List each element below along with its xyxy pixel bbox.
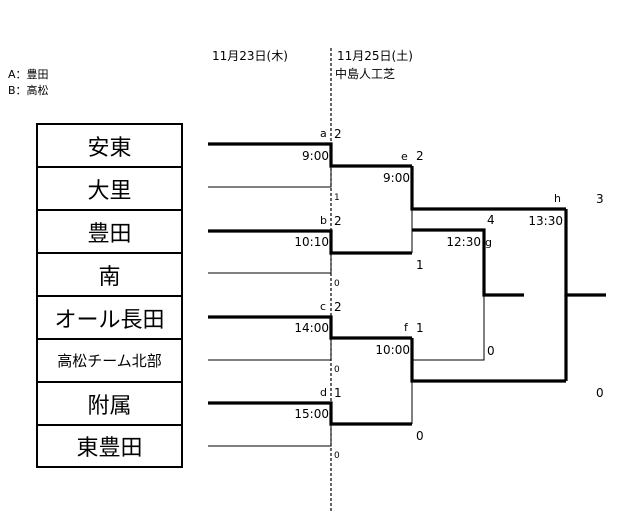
team-name-8: 東豊田 xyxy=(76,436,143,461)
match-c-loser-path xyxy=(208,338,332,361)
match-a-loser-path xyxy=(208,166,332,188)
match-g-loser-path xyxy=(412,295,485,361)
team-name-5: オール長田 xyxy=(54,307,165,333)
match-d-loser-path xyxy=(208,424,332,447)
venue-key-a: A： xyxy=(8,68,27,81)
team-name-1: 安東 xyxy=(87,135,132,161)
match-c-bottom-score: 0 xyxy=(334,365,340,375)
match-h-top-score: 3 xyxy=(596,192,604,206)
match-b-time: 10:10 xyxy=(294,235,329,249)
match-b-winner-path xyxy=(208,229,412,255)
match-c-label: c xyxy=(320,300,327,313)
venue-name-a: 豊田 xyxy=(26,68,49,81)
team-box-7: 附属 xyxy=(36,381,183,424)
team-box-4: 南 xyxy=(36,252,183,295)
match-a-label: a xyxy=(320,127,327,140)
match-e-winner-path xyxy=(410,166,566,211)
match-b-loser-path xyxy=(208,253,332,274)
match-a-winner-path xyxy=(208,142,412,168)
team-box-6: 高松チーム北部 xyxy=(36,338,183,381)
date-round1: 11月23日(木) xyxy=(212,49,288,63)
team-name-7: 附属 xyxy=(87,393,132,419)
match-c-top-score: 2 xyxy=(334,300,342,314)
match-b-bottom-score: 0 xyxy=(334,279,340,289)
match-f-bottom-score: 0 xyxy=(416,429,424,443)
venue-legend-a: A：豊田 xyxy=(8,69,49,80)
team-box-8: 東豊田 xyxy=(36,424,183,468)
match-g-label: g xyxy=(485,236,492,249)
match-f-time: 10:00 xyxy=(375,343,410,357)
team-name-3: 豊田 xyxy=(87,221,132,247)
date-round2: 11月25日(土) xyxy=(337,49,413,63)
match-h-label: h xyxy=(554,192,561,205)
match-g-bottom-score: 0 xyxy=(487,344,495,358)
match-a-top-score: 2 xyxy=(334,127,342,141)
match-g-top-score: 4 xyxy=(487,213,495,227)
venue-round2: 中島人工芝 xyxy=(335,67,396,81)
match-e-top-score: 2 xyxy=(416,149,424,163)
venue-name-b: 高松 xyxy=(26,84,49,97)
match-e-label: e xyxy=(401,150,408,163)
match-a-time: 9:00 xyxy=(302,149,329,163)
team-box-2: 大里 xyxy=(36,166,183,209)
match-g-time: 12:30 xyxy=(446,235,481,249)
match-d-bottom-score: 0 xyxy=(334,451,340,461)
match-c-time: 14:00 xyxy=(294,321,329,335)
team-box-3: 豊田 xyxy=(36,209,183,252)
team-box-5: オール長田 xyxy=(36,295,183,338)
match-g-winner-path xyxy=(412,228,524,297)
match-c-winner-path xyxy=(208,315,412,340)
match-h-bottom-score: 0 xyxy=(596,386,604,400)
match-e-bottom-score: 1 xyxy=(416,258,424,272)
match-h-winner-path xyxy=(564,209,606,297)
venue-key-b: B： xyxy=(8,84,27,97)
match-d-time: 15:00 xyxy=(294,407,329,421)
match-b-label: b xyxy=(320,214,327,227)
match-e-time: 9:00 xyxy=(383,171,410,185)
match-h-time: 13:30 xyxy=(528,214,563,228)
match-f-label: f xyxy=(404,321,408,334)
match-a-bottom-score: 1 xyxy=(334,193,340,203)
team-name-6: 高松チーム北部 xyxy=(57,352,162,370)
team-name-2: 大里 xyxy=(87,178,132,204)
match-d-winner-path xyxy=(208,401,412,426)
team-name-4: 南 xyxy=(98,264,121,290)
venue-legend-b: B：高松 xyxy=(8,85,49,96)
match-d-label: d xyxy=(320,386,327,399)
team-box-1: 安東 xyxy=(36,123,183,166)
match-d-top-score: 1 xyxy=(334,386,342,400)
match-f-top-score: 1 xyxy=(416,321,424,335)
match-b-top-score: 2 xyxy=(334,214,342,228)
